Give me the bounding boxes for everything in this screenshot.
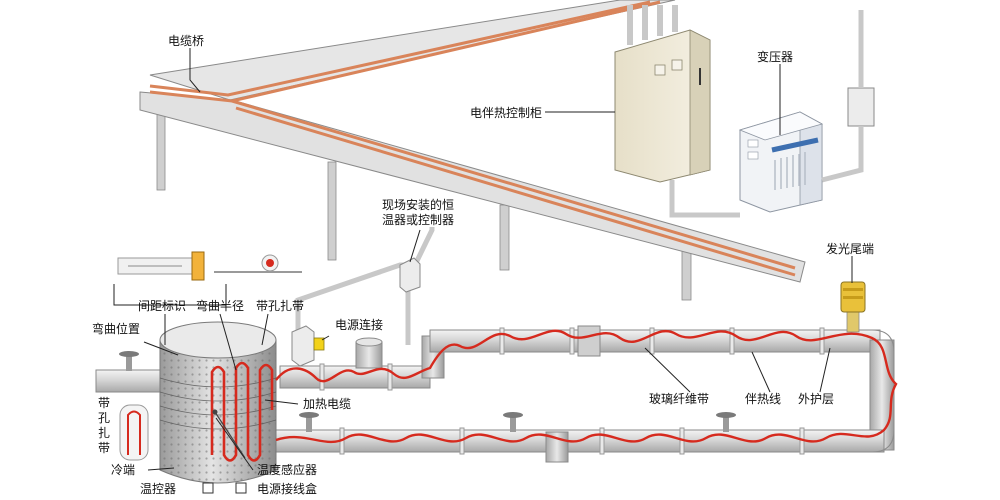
conduit bbox=[669, 180, 740, 218]
tray-cable bbox=[231, 99, 796, 270]
temp-sensor-icon bbox=[212, 409, 218, 415]
field-thermostat bbox=[295, 227, 435, 345]
junction-box-icon bbox=[235, 482, 247, 494]
label-cable-tray: 电缆桥 bbox=[168, 34, 205, 48]
label-heating-cable: 加热电缆 bbox=[303, 397, 352, 411]
power-connection-indicator bbox=[313, 337, 325, 351]
valve-handwheel-icon bbox=[299, 412, 319, 418]
pipe-heating-cable bbox=[275, 329, 898, 444]
label-perforated-strap-vertical: 带孔扎带 bbox=[97, 396, 110, 455]
valve-handwheel-icon bbox=[503, 412, 523, 418]
tray-post bbox=[156, 111, 166, 191]
label-tracing-line: 伴热线 bbox=[745, 392, 782, 406]
label-fiberglass-tape: 玻璃纤维带 bbox=[649, 392, 710, 406]
glow-end-stem bbox=[846, 309, 860, 333]
thermostat-box-icon bbox=[202, 482, 214, 494]
tank-heating-cable bbox=[210, 361, 274, 462]
cabinet-window-icon bbox=[671, 59, 683, 71]
inset-detail-cable-section bbox=[117, 251, 205, 281]
label-control-cabinet: 电伴热控制柜 bbox=[470, 106, 543, 120]
temp-sensor-lead bbox=[214, 411, 246, 459]
label-thermostat: 温控器 bbox=[140, 482, 177, 496]
valve-stem bbox=[126, 355, 132, 371]
pipe-flange bbox=[577, 325, 601, 357]
tank bbox=[159, 321, 277, 494]
field-thermostat-box bbox=[399, 257, 421, 293]
tray-cable bbox=[149, 0, 651, 97]
label-spacing-mark: 间距标识 bbox=[138, 299, 187, 313]
label-bend-position: 弯曲位置 bbox=[92, 322, 141, 336]
cable-tray bbox=[139, 0, 806, 301]
label-bend-radius: 弯曲半径 bbox=[196, 299, 245, 313]
valve-handwheel-icon bbox=[119, 351, 139, 357]
transformer-accent bbox=[771, 137, 819, 153]
wall-disconnect-box bbox=[847, 87, 875, 127]
transformer bbox=[738, 10, 875, 213]
lower-pipe-valve bbox=[503, 412, 523, 432]
tray-cable bbox=[235, 106, 796, 277]
tray-post bbox=[327, 161, 337, 261]
control-cabinet bbox=[614, 29, 740, 218]
leader-lines bbox=[113, 48, 853, 471]
tray-post bbox=[681, 249, 692, 301]
label-power-junction-box: 电源接线盒 bbox=[257, 482, 318, 496]
label-glow-end: 发光尾端 bbox=[826, 242, 875, 256]
inset-detail-strap bbox=[119, 404, 149, 461]
label-outer-jacket: 外护层 bbox=[798, 392, 835, 406]
tray-post bbox=[499, 204, 510, 271]
label-transformer: 变压器 bbox=[757, 50, 794, 64]
power-connection-box bbox=[291, 325, 315, 367]
label-power-connection: 电源连接 bbox=[335, 318, 384, 332]
label-cold-end: 冷端 bbox=[111, 463, 136, 477]
valve-handwheel-icon bbox=[716, 412, 736, 418]
label-perforated-strap: 带孔扎带 bbox=[256, 299, 305, 313]
inlet-pipe bbox=[95, 369, 169, 393]
lower-pipe-valve bbox=[716, 412, 736, 432]
label-temp-sensor: 温度感应器 bbox=[257, 463, 318, 477]
cabinet-window-icon bbox=[654, 64, 666, 76]
label-field-thermostat: 现场安装的恒 温器或控制器 bbox=[382, 198, 455, 227]
lower-pipe-valve bbox=[299, 412, 319, 432]
inset-detail-pipe-section bbox=[214, 254, 302, 273]
